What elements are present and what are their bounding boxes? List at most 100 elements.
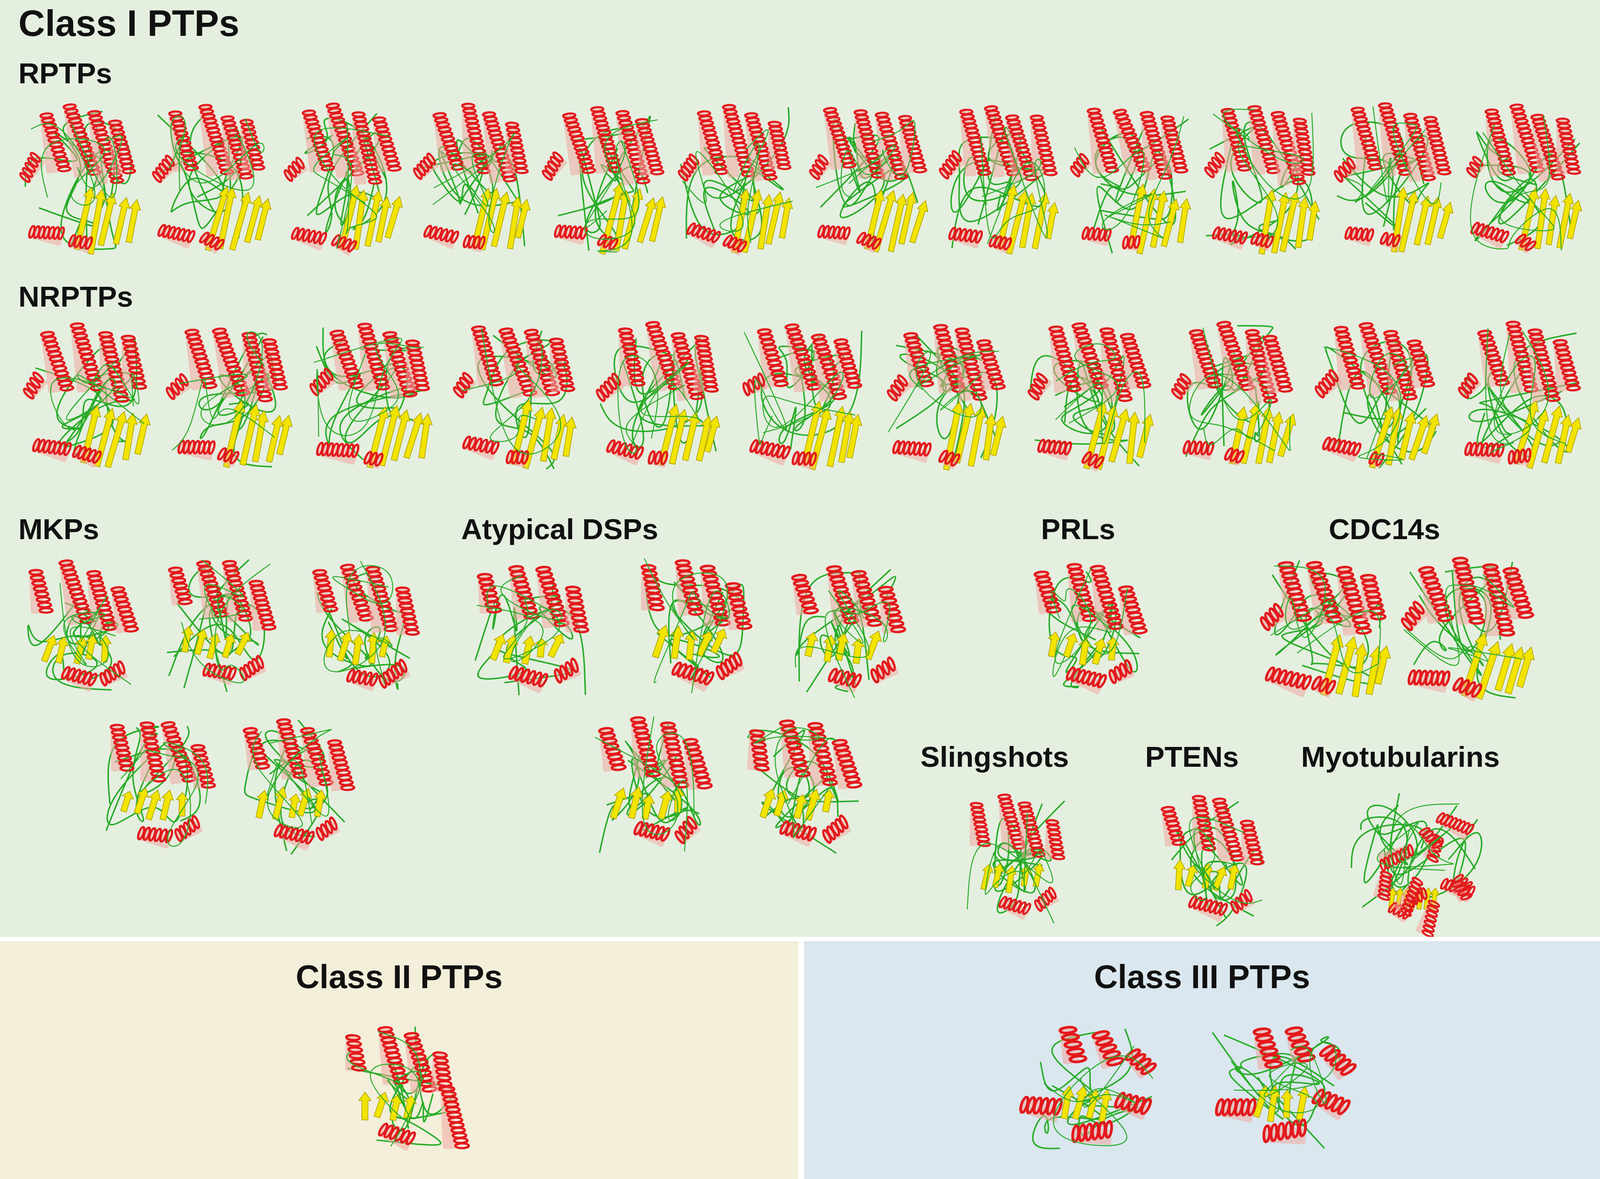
helix-turn (388, 165, 402, 171)
helix-turn (202, 382, 218, 389)
helix (1469, 215, 1510, 250)
helix (605, 433, 646, 467)
helix-turn (180, 150, 195, 156)
helix-turn (179, 145, 193, 152)
helix (1066, 152, 1093, 179)
helix-turn (183, 160, 198, 166)
helix-turn (1420, 381, 1435, 388)
helix-turn (977, 170, 992, 176)
helix-turn (258, 396, 273, 402)
helix (1121, 233, 1142, 251)
helix-turn (636, 178, 651, 184)
protein-structure (883, 323, 1009, 471)
helix (505, 122, 529, 174)
protein-structure (280, 100, 405, 257)
helix-turn (1067, 386, 1082, 392)
helix-turn (1346, 368, 1361, 374)
helix-turn (1368, 164, 1383, 171)
helix (449, 371, 477, 400)
helix (177, 433, 216, 462)
protein-structure (674, 103, 795, 257)
helix-turn (1158, 173, 1173, 180)
helix-turn (690, 393, 705, 400)
helix (1030, 114, 1058, 177)
helix (635, 117, 664, 177)
helix (1423, 115, 1451, 176)
helix (461, 429, 501, 461)
helix (1023, 371, 1053, 402)
helix (162, 372, 193, 401)
helix-turn (1042, 165, 1057, 171)
helix (422, 218, 460, 250)
helix (693, 335, 720, 393)
helix-turn (1292, 179, 1306, 185)
helix (1343, 221, 1375, 247)
helix (121, 335, 147, 390)
helix (290, 220, 328, 251)
protein-structure (805, 105, 931, 254)
helix-turn (1499, 231, 1510, 244)
helix-turn (650, 169, 665, 175)
helix-turn (122, 168, 136, 174)
protein-structure (148, 102, 274, 255)
helix (262, 338, 288, 390)
protein-structure (740, 321, 864, 471)
helix-turn (1402, 394, 1417, 400)
protein-structure (409, 102, 533, 253)
helix-turn (1422, 175, 1436, 181)
helix-turn (1437, 170, 1451, 175)
helix (805, 153, 833, 182)
protein-structure (1023, 320, 1157, 473)
helix (239, 118, 265, 171)
helix-turn (1344, 362, 1359, 369)
helix-turn (847, 382, 862, 389)
helix (685, 217, 722, 249)
helix (184, 327, 217, 391)
helix (409, 152, 440, 181)
helix-turn (239, 173, 253, 179)
protein-structure (591, 319, 723, 469)
protein-structure (537, 105, 668, 255)
protein-structure (1200, 104, 1321, 255)
helix (553, 218, 589, 246)
class-panel: Class I PTPs (0, 0, 1600, 937)
helix-turn (1105, 167, 1119, 173)
helix-turn (1043, 170, 1057, 176)
helix-turn (57, 166, 72, 172)
helix (1211, 220, 1249, 251)
helix (891, 433, 933, 464)
helix (883, 373, 913, 403)
helix (28, 218, 66, 247)
helix (305, 367, 337, 397)
helix (280, 155, 309, 183)
protein-structure (18, 321, 153, 469)
helix (315, 434, 360, 466)
helix (156, 217, 197, 250)
protein-structure (1066, 105, 1193, 255)
helix-turn (991, 383, 1006, 390)
helix-turn (1343, 357, 1358, 363)
protein-structure (449, 324, 578, 470)
helix-turn (186, 230, 196, 243)
helix-turn (1263, 397, 1278, 404)
helix (1262, 334, 1293, 394)
helix-turn (1551, 174, 1566, 181)
helix (898, 114, 928, 174)
helix-turn (1174, 167, 1188, 173)
helix-turn (714, 169, 729, 175)
helix-turn (1278, 386, 1293, 392)
protein-structure (1167, 318, 1300, 467)
helix-turn (763, 174, 778, 181)
helix (618, 327, 646, 387)
helix-turn (842, 162, 856, 169)
helix-turn (774, 380, 789, 387)
protein-structure (162, 325, 295, 469)
protein-structure (1330, 101, 1456, 253)
helix (1513, 230, 1538, 255)
helix (934, 149, 967, 181)
helix (1321, 430, 1362, 463)
helix (18, 370, 49, 401)
helix (1160, 115, 1188, 174)
helix-turn (1567, 169, 1581, 174)
